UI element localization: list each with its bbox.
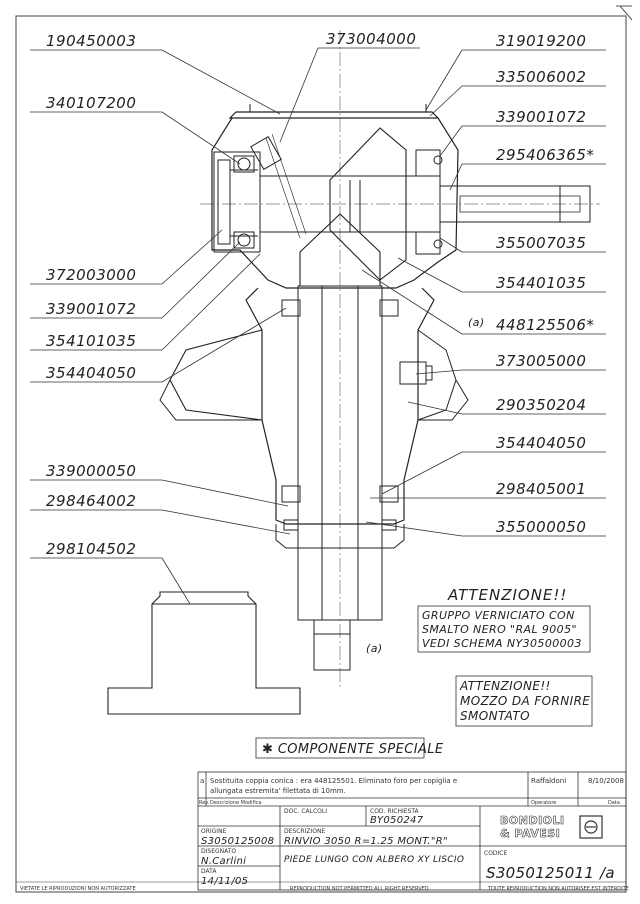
hdr-date: Data [608,800,620,806]
hdr-rev: Rev. [199,800,210,806]
lbl-date: DATA [201,868,217,875]
lbl-drawn: DISEGNATO [201,848,236,855]
hub-note-line-3: SMONTATO [460,709,530,723]
origin-value: S3050125008 [201,836,274,847]
revision-value: /a [598,864,615,882]
hub-note-line-2: MOZZO DA FORNIRE [460,694,590,708]
callout-354404050-left: 354404050 [46,364,136,382]
callout-339001072-right: 339001072 [496,108,586,126]
paint-note-box [417,605,591,653]
drawn-value: N.Carlini [201,856,246,867]
callout-354401035: 354401035 [496,274,586,292]
callouts-right: 319019200 335006002 339001072 295406365*… [496,32,594,536]
callout-354101035: 354101035 [46,332,136,350]
logo-line-2: & PAVESI [500,827,560,840]
rev-description-2: allungata estremita' filettata di 10mm. [210,787,346,795]
callout-340107200: 340107200 [46,94,136,112]
callout-373005000: 373005000 [496,352,586,370]
footer-2: REPRODUCTION NOT PERMITTED ALL RIGHT RES… [290,886,429,892]
rev-description-1: Sostituita coppia conica : era 448125501… [210,777,457,785]
callout-339001072-left: 339001072 [46,300,136,318]
callout-355000050: 355000050 [496,518,586,536]
callout-298464002: 298464002 [46,492,136,510]
footer-3: TOUTE REPRODUCTION NON AUTORISEE EST INT… [487,886,629,892]
special-component-box [255,737,425,759]
title-block [16,771,627,891]
callout-290350204: 290350204 [496,396,586,414]
lbl-calc: DOC. CALCOLI [284,808,327,815]
footer-1: VIETATE LE RIPRODUZIONI NON AUTORIZZATE [20,886,136,892]
special-component-note: ✱ COMPONENTE SPECIALE [262,742,444,757]
lbl-description: DESCRIZIONE [284,828,325,835]
hdr-operator: Operatore [531,800,556,806]
attention-title: ATTENZIONE!! [447,586,567,604]
hub-note-box [455,675,593,727]
lbl-origin: ORIGINE [201,828,227,835]
callout-448125506: 448125506* [496,316,594,334]
callout-295406365: 295406365* [496,146,594,164]
callout-298405001: 298405001 [496,480,586,498]
description-line-2: PIEDE LUNGO CON ALBERO XY LISCIO [284,855,464,865]
callout-354404050-right: 354404050 [496,434,586,452]
callout-298104502: 298104502 [46,540,136,558]
revision-marker-a-bottom: (a) [366,642,383,655]
company-logo-icon [579,815,603,839]
callout-319019200: 319019200 [496,32,586,50]
callout-339000050: 339000050 [46,462,136,480]
rev-date: 8/10/2008 [588,777,624,785]
paint-note-line-2: SMALTO NERO "RAL 9005" [422,623,577,636]
paint-note-line-1: GRUPPO VERNICIATO CON [422,609,575,622]
callout-372003000: 372003000 [46,266,136,284]
rev-operator: Raffaldoni [531,777,566,785]
leader-lines [30,47,606,605]
callout-335006002: 335006002 [496,68,586,86]
logo-line-1: BONDIOLI [500,814,565,827]
code-value: S3050125011 [486,864,594,882]
revision-marker-a: (a) [468,316,485,329]
hub-note-line-1: ATTENZIONE!! [459,679,551,693]
gearbox-section-drawing [107,30,600,715]
sheet-border [15,15,627,893]
description-line-1: RINVIO 3050 R=1.25 MONT."R" [284,836,448,847]
title-block-text: a Sostituita coppia conica : era 4481255… [20,777,629,892]
request-value: BY050247 [370,815,424,826]
callouts-left: 190450003 340107200 372003000 339001072 … [46,32,136,558]
rev-letter: a [200,777,204,785]
hdr-desc: Descrizione Modifica [210,800,262,806]
paint-note-line-3: VEDI SCHEMA NY30500003 [422,637,582,650]
lbl-code: CODICE [484,850,507,857]
callout-355007035: 355007035 [496,234,586,252]
date-value: 14/11/05 [201,876,248,887]
lbl-request: COD. RICHIESTA [370,808,420,815]
callout-373004000: 373004000 [326,30,416,48]
callout-190450003: 190450003 [46,32,136,50]
